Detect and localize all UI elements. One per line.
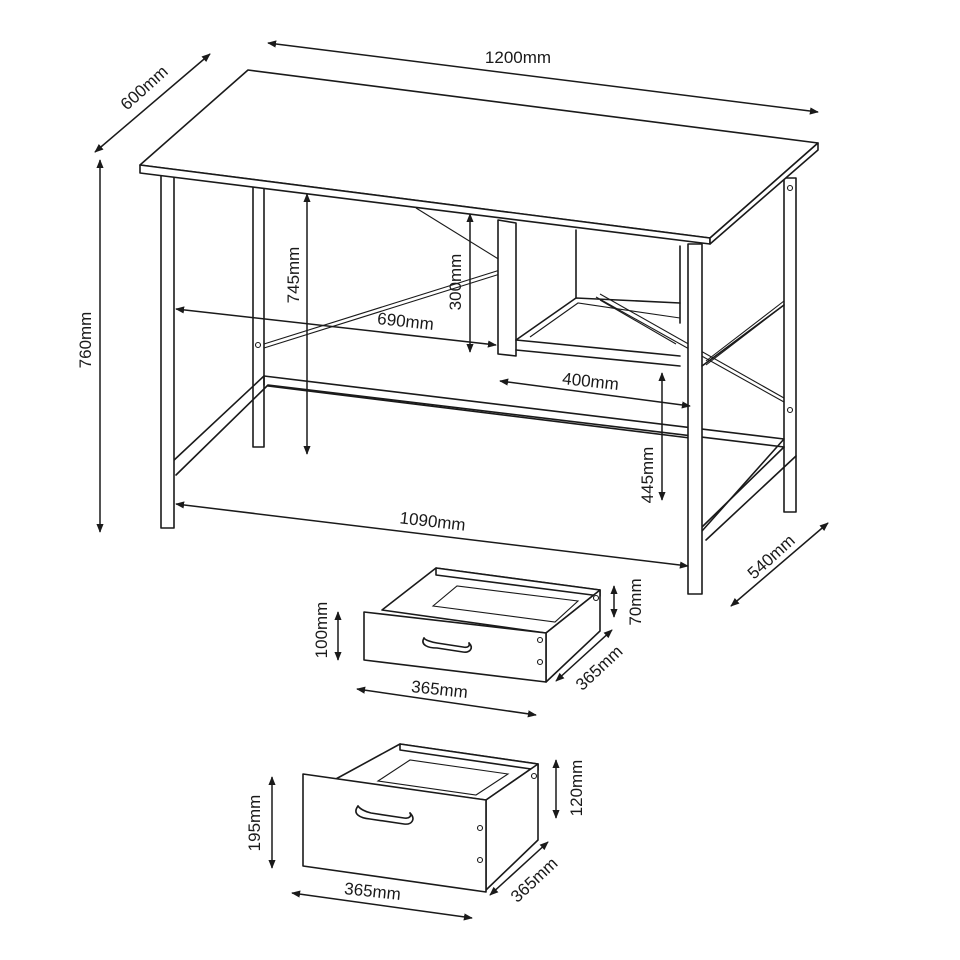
base-length-label: 1090mm [399,508,467,534]
desk-depth-label: 600mm [117,62,172,114]
width-dimension-line [267,40,819,115]
large-drawer-depth-line [489,841,549,896]
large-drawer-inner-height-label: 120mm [567,760,586,817]
shelf-width-dimension-line [499,378,691,409]
cabinet-height-label: 300mm [446,254,465,311]
leg-height-label: 745mm [284,247,303,304]
desk-frame [139,69,819,595]
small-drawer-inner-height-label: 70mm [626,578,645,625]
small-drawer [363,567,601,683]
large-drawer-width-label: 365mm [343,879,401,904]
inner-span-dimension-line [175,306,497,348]
shelf-height-label: 445mm [638,447,657,504]
small-drawer-depth-line [555,629,613,682]
inner-span-label: 690mm [376,309,434,334]
base-depth-dimension-line [730,522,829,607]
base-depth-label: 540mm [744,531,799,583]
small-drawer-width-line [356,686,537,718]
large-drawer-width-line [291,890,473,921]
depth-dimension-line [94,53,211,153]
desk-width-label: 1200mm [485,48,551,67]
desk-height-label: 760mm [76,312,95,369]
base-length-dimension-line [175,501,689,569]
small-drawer-height-label: 100mm [312,602,331,659]
large-drawer-height-label: 195mm [245,795,264,852]
large-drawer [302,743,539,893]
